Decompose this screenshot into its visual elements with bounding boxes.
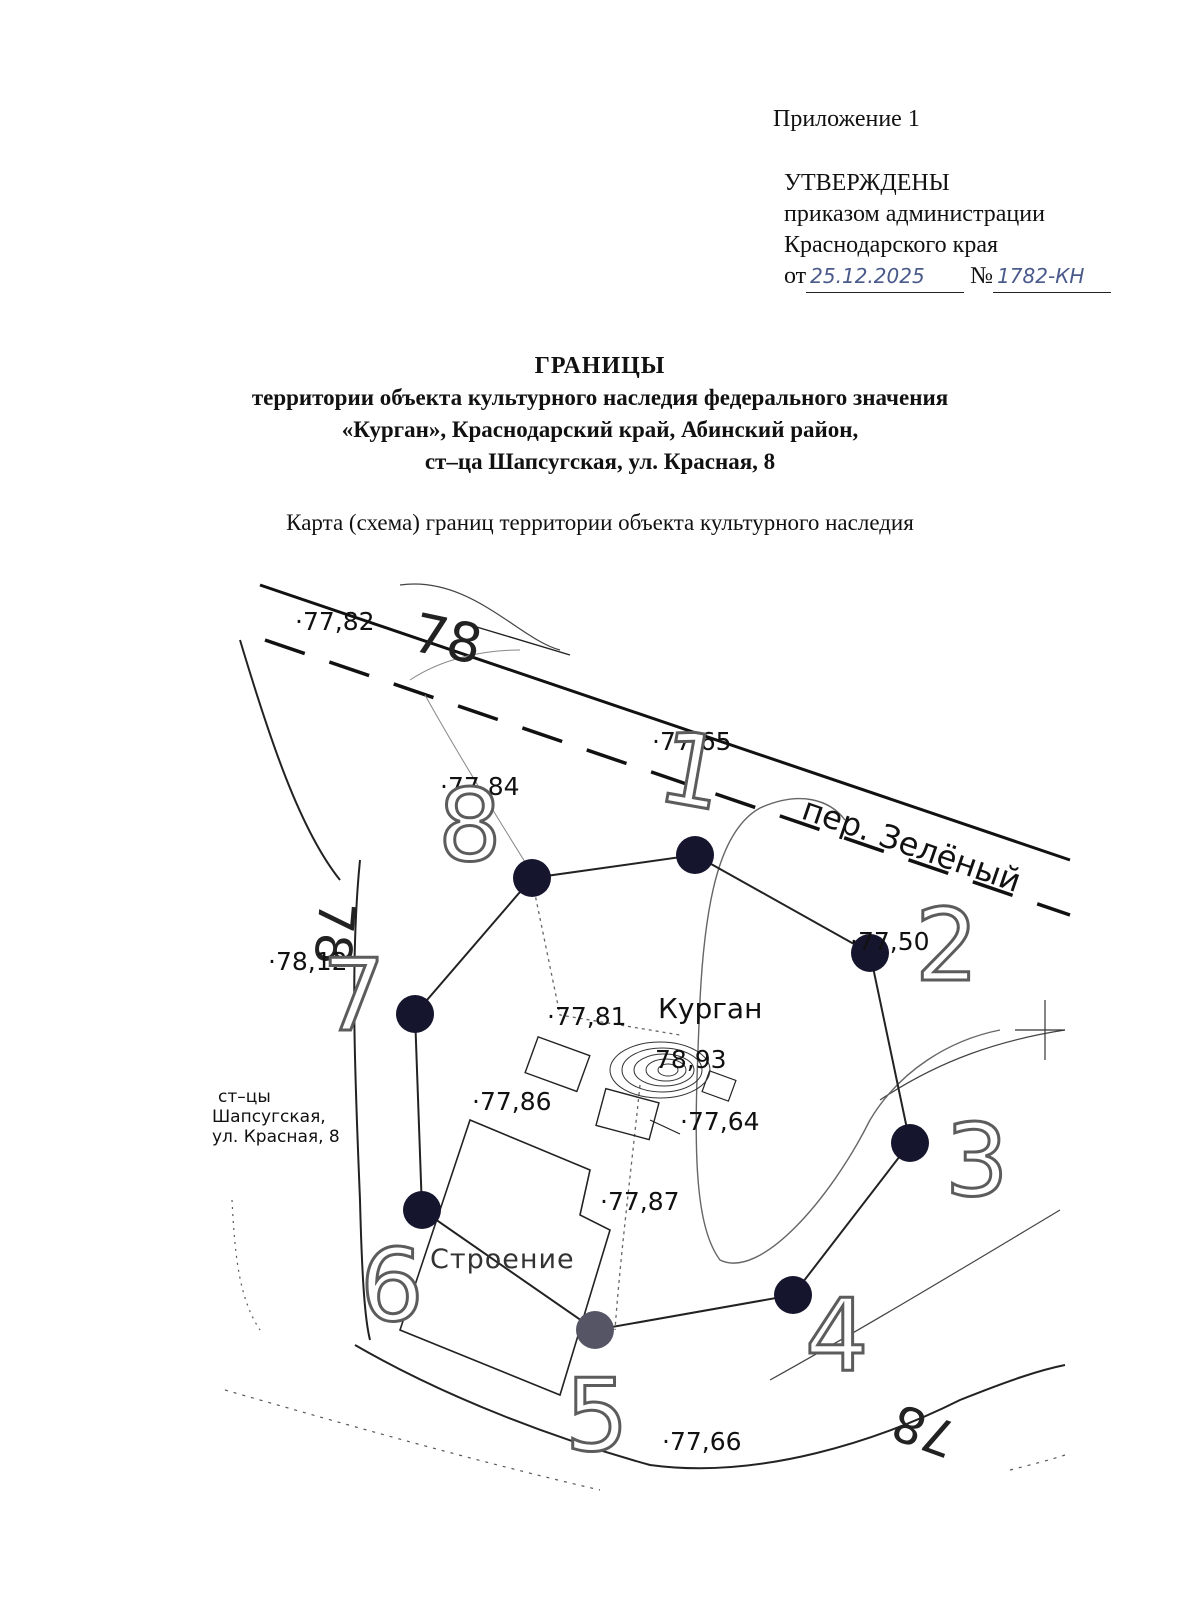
boundary-point-4 bbox=[774, 1276, 812, 1314]
aux-line bbox=[424, 694, 531, 871]
title-line-2: «Курган», Краснодарский край, Абинский р… bbox=[341, 417, 859, 442]
contour-line bbox=[239, 639, 341, 881]
point-number-4: 4 bbox=[805, 1277, 869, 1394]
shed-outline bbox=[524, 1036, 591, 1093]
contour-line bbox=[353, 859, 371, 1341]
kurgan-mound bbox=[609, 1041, 711, 1099]
address-label-line-2: Шапсугская, bbox=[212, 1107, 326, 1127]
aux-line bbox=[409, 649, 521, 681]
elevation-mark: 78,93 bbox=[655, 1045, 727, 1074]
by-order-label: приказом администрации bbox=[784, 201, 1045, 227]
point-number-7: 7 bbox=[322, 937, 386, 1054]
contour-line bbox=[399, 583, 561, 651]
title-main: ГРАНИЦЫ bbox=[534, 353, 666, 379]
kurgan-label: Курган bbox=[658, 992, 762, 1025]
boundary-point-8 bbox=[513, 859, 551, 897]
approval-block: УТВЕРЖДЕНЫ приказом администрации Красно… bbox=[784, 168, 1112, 293]
boundary-point-3 bbox=[891, 1124, 929, 1162]
contour-line bbox=[769, 1209, 1061, 1381]
elevation-mark: ·77,82 bbox=[295, 607, 375, 636]
aux-dashed-line bbox=[614, 1084, 641, 1331]
contour-line bbox=[224, 1389, 601, 1491]
appendix-label: Приложение 1 bbox=[773, 106, 920, 132]
address-label-line-3: ул. Красная, 8 bbox=[212, 1127, 340, 1147]
building-outline bbox=[399, 1118, 611, 1397]
document-title: ГРАНИЦЫ территории объекта культурного н… bbox=[0, 350, 1200, 478]
path-line bbox=[759, 797, 846, 821]
building-label: Строение bbox=[430, 1244, 575, 1275]
contour-line bbox=[879, 1029, 1066, 1101]
contour-line bbox=[469, 624, 571, 656]
street-edge-line bbox=[259, 583, 1071, 862]
point-number-6: 6 bbox=[360, 1227, 424, 1344]
boundary-point-5 bbox=[576, 1311, 614, 1349]
shed-outline bbox=[701, 1070, 737, 1102]
date-prefix: от bbox=[784, 263, 807, 289]
elevation-mark: ·77,66 bbox=[662, 1427, 742, 1456]
point-number-5: 5 bbox=[565, 1357, 629, 1474]
elevation-mark: ·78,12 bbox=[268, 947, 348, 976]
elevation-mark: ·77,86 bbox=[472, 1087, 552, 1116]
approved-label: УТВЕРЖДЕНЫ bbox=[784, 170, 950, 196]
point-number-3: 3 bbox=[945, 1102, 1009, 1219]
point-number-8: 8 bbox=[438, 767, 502, 884]
elevation-mark: ·77,84 bbox=[440, 772, 520, 801]
contour-label: 78 bbox=[407, 601, 487, 677]
number-value: 1782-КН bbox=[993, 261, 1112, 293]
title-line-3: ст–ца Шапсугская, ул. Красная, 8 bbox=[424, 449, 776, 474]
contour-line bbox=[1009, 1454, 1066, 1471]
contour-label: 78 bbox=[303, 899, 366, 967]
aux-dashed-line bbox=[529, 869, 681, 1036]
boundary-point-6 bbox=[403, 1191, 441, 1229]
elevation-mark: ·77,65 bbox=[652, 727, 732, 756]
elevation-mark: ·77,50 bbox=[850, 927, 930, 956]
path-line bbox=[695, 807, 1001, 1264]
boundary-point-7 bbox=[396, 995, 434, 1033]
boundary-points bbox=[396, 836, 929, 1349]
elevation-mark: ·77,81 bbox=[547, 1002, 627, 1031]
leader-line bbox=[649, 1119, 681, 1135]
date-value: 25.12.2025 bbox=[806, 261, 965, 293]
contour-line bbox=[231, 1199, 261, 1331]
contour-line bbox=[354, 1344, 1066, 1470]
region-label: Краснодарского края bbox=[784, 232, 999, 258]
title-line-1: территории объекта культурного наследия … bbox=[251, 385, 949, 410]
elevation-mark: ·77,64 bbox=[680, 1107, 760, 1136]
shed-outline bbox=[595, 1087, 660, 1141]
boundary-point-1 bbox=[676, 836, 714, 874]
street-axis-dashed-line bbox=[264, 638, 1071, 917]
point-number-2: 2 bbox=[915, 887, 979, 1004]
elevation-mark: ·77,87 bbox=[600, 1187, 680, 1216]
map-subtitle: Карта (схема) границ территории объекта … bbox=[286, 510, 914, 535]
boundary-point-2 bbox=[851, 934, 889, 972]
number-prefix: № bbox=[970, 263, 994, 289]
address-label-line-1: ст–цы bbox=[218, 1087, 271, 1107]
